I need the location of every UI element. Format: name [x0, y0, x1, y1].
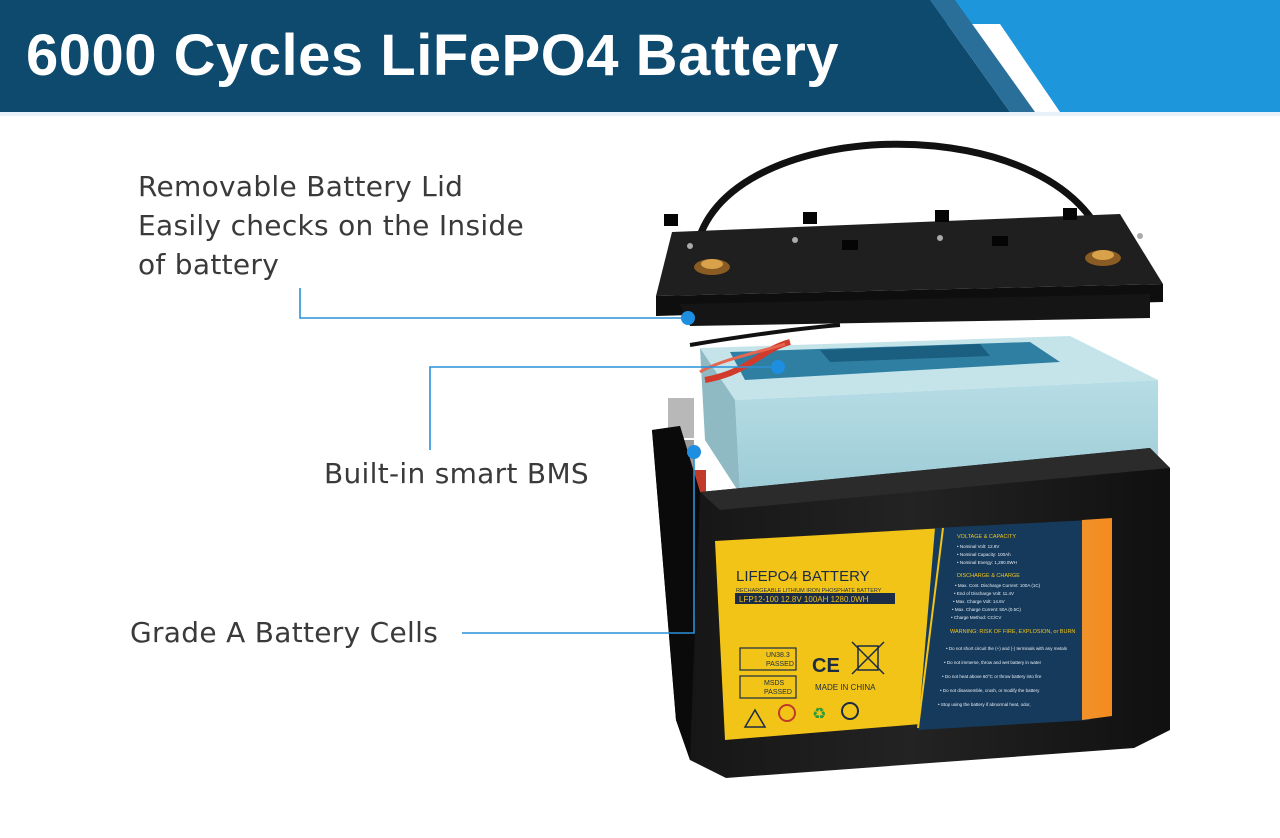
voltage-item-2: • Nominal Energy: 1,280.0WH: [957, 560, 1017, 565]
lid-leader-line: [299, 288, 688, 319]
banner-shapes: [0, 0, 1280, 116]
bms-callout-dot: [771, 360, 785, 374]
label-text: LIFEPO4 BATTERY RECHARGEABLE LITHIUM IRO…: [735, 534, 1075, 728]
warning-item-4: • Stop using the battery if abnormal hea…: [938, 702, 1031, 707]
header-banner: 6000 Cycles LiFePO4 Battery: [0, 0, 1280, 116]
page-title: 6000 Cycles LiFePO4 Battery: [26, 23, 840, 88]
warning-icon: [743, 708, 767, 728]
bms-leader-line: [429, 366, 778, 450]
made-in: MADE IN CHINA: [815, 683, 876, 692]
lid-callout-line3: of battery: [138, 248, 280, 281]
weee-bin-icon: [851, 641, 885, 675]
discharge-item-3: • Max. Charge Current: 50A (0.5C): [952, 607, 1021, 612]
warning-item-0: • Do not short circuit the (+) and (-) t…: [946, 646, 1068, 651]
voltage-header: VOLTAGE & CAPACITY: [957, 534, 1016, 540]
cells-leader-line: [462, 452, 695, 634]
warning-item-1: • Do not immerse, throw and wet battery …: [944, 660, 1042, 665]
discharge-item-2: • Max. Charge Volt: 14.6V: [953, 599, 1005, 604]
ce-mark: CE: [812, 655, 840, 677]
voltage-item-1: • Nominal Capacity: 100Ah: [957, 552, 1011, 557]
cells-callout: Grade A Battery Cells: [130, 616, 439, 649]
battery-lid: [656, 208, 1163, 326]
lid-callout: Removable Battery Lid Easily checks on t…: [138, 167, 524, 284]
lid-callout-line2: Easily checks on the Inside: [138, 209, 525, 242]
cell-pack: [668, 323, 1158, 494]
lid-handle: [691, 140, 1114, 263]
callout-lines: [299, 288, 785, 634]
warning-item-3: • Do not disassemble, crush, or modify t…: [940, 688, 1040, 693]
lid-callout-dot: [681, 311, 695, 325]
msds-line2: PASSED: [764, 689, 792, 696]
un-badge-line1: UN38.3: [766, 652, 790, 659]
bms-callout: Built-in smart BMS: [324, 457, 589, 490]
discharge-item-1: • End of Discharge Volt: 11.4V: [954, 591, 1014, 596]
front-label: [715, 518, 1112, 740]
un-badge-line2: PASSED: [766, 661, 794, 668]
lid-callout-line1: Removable Battery Lid: [138, 170, 464, 203]
msds-line1: MSDS: [764, 680, 785, 687]
no-fire-icon: [778, 704, 796, 722]
cells-callout-dot: [687, 445, 701, 459]
warning-item-2: • Do not heat above 60°C or throw batter…: [942, 674, 1042, 679]
no-water-icon: [841, 702, 859, 720]
discharge-item-0: • Max. Cont. Discharge Current: 100A (1C…: [955, 583, 1041, 588]
warning-header: WARNING: RISK OF FIRE, EXPLOSION, or BUR…: [950, 629, 1075, 635]
label-model: LFP12-100 12.8V 100AH 1280.0WH: [739, 595, 869, 604]
discharge-item-4: • Charge Method: CC/CV: [951, 615, 1001, 620]
label-subtitle: RECHARGEABLE LITHIUM IRON PHOSPHATE BATT…: [736, 588, 882, 594]
discharge-header: DISCHARGE & CHARGE: [957, 573, 1020, 579]
recycle-icon: ♻: [812, 704, 826, 723]
label-brand: LIFEPO4 BATTERY: [736, 568, 870, 585]
voltage-item-0: • Nominal Volt: 12.8V: [957, 544, 999, 549]
